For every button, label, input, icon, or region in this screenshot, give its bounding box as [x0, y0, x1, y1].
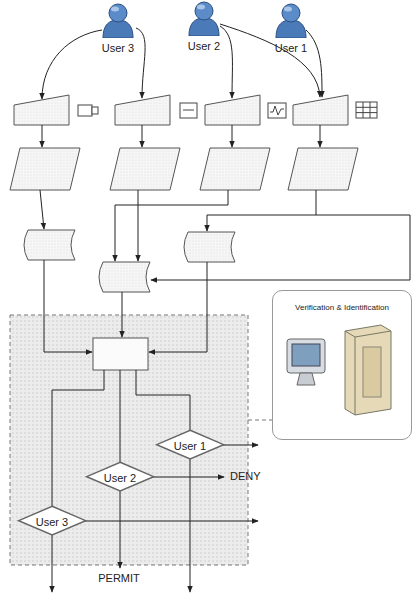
sensor-input — [14, 95, 348, 125]
decision-label: User 1 — [174, 440, 206, 453]
stored-data — [24, 230, 235, 292]
user-figure — [186, 0, 222, 36]
panel-title: Verification & Identification — [295, 303, 389, 312]
user-name: User 1 — [275, 42, 307, 55]
user-figure — [100, 2, 136, 38]
user-name: User 2 — [188, 40, 220, 53]
outcome-label: PERMIT — [98, 572, 140, 584]
decision-diamond: User 1 — [156, 430, 224, 459]
user-icon: User 2 — [182, 0, 226, 54]
decision-label: User 2 — [104, 472, 136, 485]
user-icon: User 1 — [269, 2, 313, 56]
decision-line — [52, 370, 258, 592]
computer-illustration — [273, 291, 411, 439]
verification-panel: Verification & Identification — [272, 290, 412, 440]
flow-line — [42, 125, 320, 147]
matching-process — [93, 338, 148, 370]
data-block — [10, 148, 358, 190]
sensor-icon — [78, 102, 377, 118]
user-figure — [273, 2, 309, 38]
dashed-link — [248, 420, 272, 421]
decision-diamond: User 2 — [86, 462, 154, 491]
flow-line — [40, 190, 410, 280]
decision-diamond: User 3 — [18, 506, 86, 535]
outcome-label: DENY — [230, 470, 261, 482]
user-name: User 3 — [102, 42, 134, 55]
decision-label: User 3 — [36, 516, 68, 529]
user-icon: User 3 — [96, 2, 140, 56]
